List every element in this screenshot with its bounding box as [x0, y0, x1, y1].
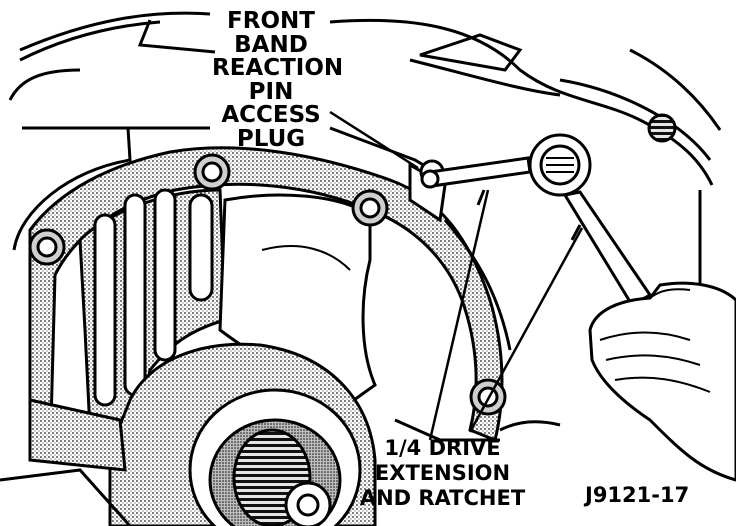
- callout-line: PIN: [248, 78, 294, 105]
- callout-line: AND RATCHET: [359, 486, 526, 510]
- case-bolts: [28, 153, 507, 416]
- front-band-plug-callout: FRONT BAND REACTION PIN ACCESS PLUG: [212, 8, 344, 152]
- threaded-hole: [647, 113, 677, 143]
- leader-lines: [329, 110, 584, 441]
- output-hub: [0, 342, 377, 526]
- callout-line: ACCESS: [221, 102, 321, 128]
- callout-line: EXTENSION: [374, 461, 511, 485]
- callout-line: FRONT: [227, 8, 315, 34]
- drive-extension-tool: [420, 133, 653, 308]
- hand-illustration: [588, 281, 736, 482]
- figure-id: J9121-17: [585, 483, 690, 507]
- drive-extension-callout: 1/4 DRIVE EXTENSION AND RATCHET: [355, 438, 530, 513]
- rib-panel: [78, 188, 227, 432]
- callout-line: 1/4 DRIVE: [384, 436, 501, 460]
- callout-line: BAND: [234, 31, 308, 58]
- callout-line: PLUG: [236, 125, 306, 152]
- callout-line: REACTION: [212, 55, 344, 81]
- case-edge-lines: [394, 219, 561, 442]
